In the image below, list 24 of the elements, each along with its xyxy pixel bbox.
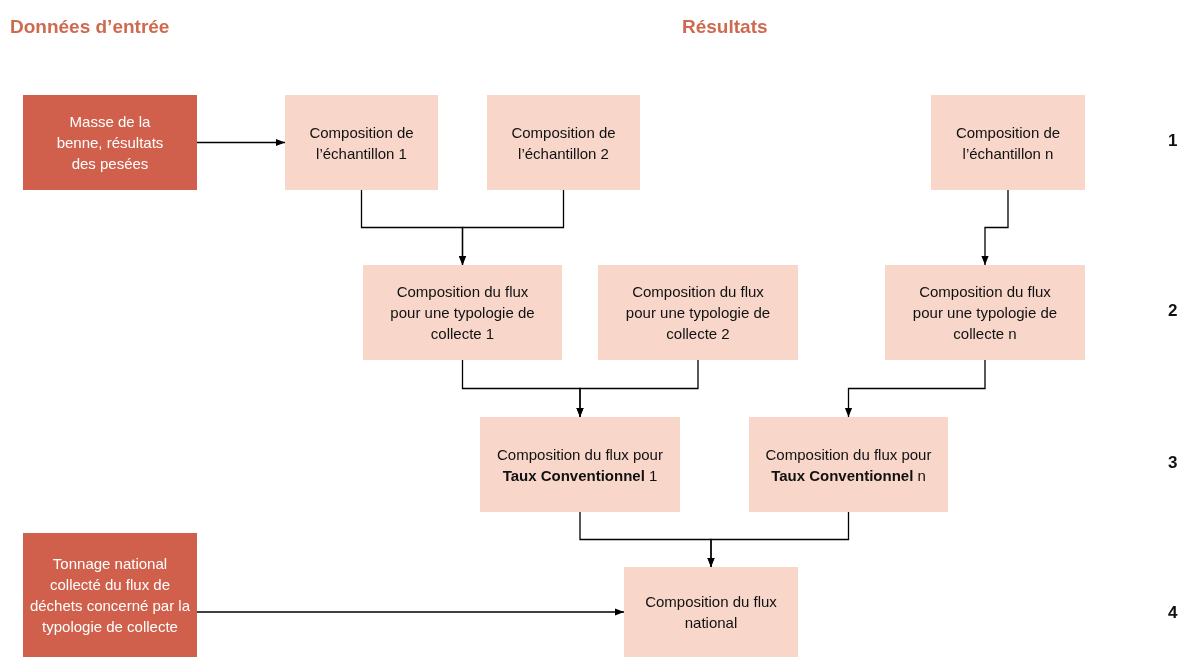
level-number: 3 bbox=[1168, 453, 1178, 473]
input-data-box: Tonnage national collecté du flux de déchets concerné par la typologie de collecte bbox=[23, 533, 197, 657]
result-box: Composition du flux pour Taux Conventionnel n bbox=[749, 417, 948, 512]
arrow bbox=[196, 138, 286, 147]
arrow bbox=[981, 189, 1009, 266]
level-number: 2 bbox=[1168, 301, 1178, 321]
result-box: Composition du flux pour une typologie de collecte 2 bbox=[598, 265, 798, 360]
arrow bbox=[458, 189, 565, 266]
result-box: Composition de l’échantillon n bbox=[931, 95, 1085, 190]
input-data-box: Masse de la benne, résultats des pesées bbox=[23, 95, 197, 190]
column-heading: Données d’entrée bbox=[10, 16, 170, 38]
arrow bbox=[844, 359, 986, 418]
level-number: 4 bbox=[1168, 603, 1178, 623]
arrow bbox=[576, 359, 699, 418]
result-box: Composition de l’échantillon 1 bbox=[285, 95, 438, 190]
result-box: Composition de l’échantillon 2 bbox=[487, 95, 640, 190]
result-box: Composition du flux national bbox=[624, 567, 798, 657]
column-heading: Résultats bbox=[682, 16, 768, 38]
level-number: 1 bbox=[1168, 131, 1178, 151]
result-box: Composition du flux pour une typologie de collecte 1 bbox=[363, 265, 562, 360]
arrow bbox=[707, 511, 850, 568]
result-box: Composition du flux pour une typologie de collecte n bbox=[885, 265, 1085, 360]
arrow bbox=[196, 608, 625, 616]
result-box: Composition du flux pour Taux Conventionnel 1 bbox=[480, 417, 680, 512]
